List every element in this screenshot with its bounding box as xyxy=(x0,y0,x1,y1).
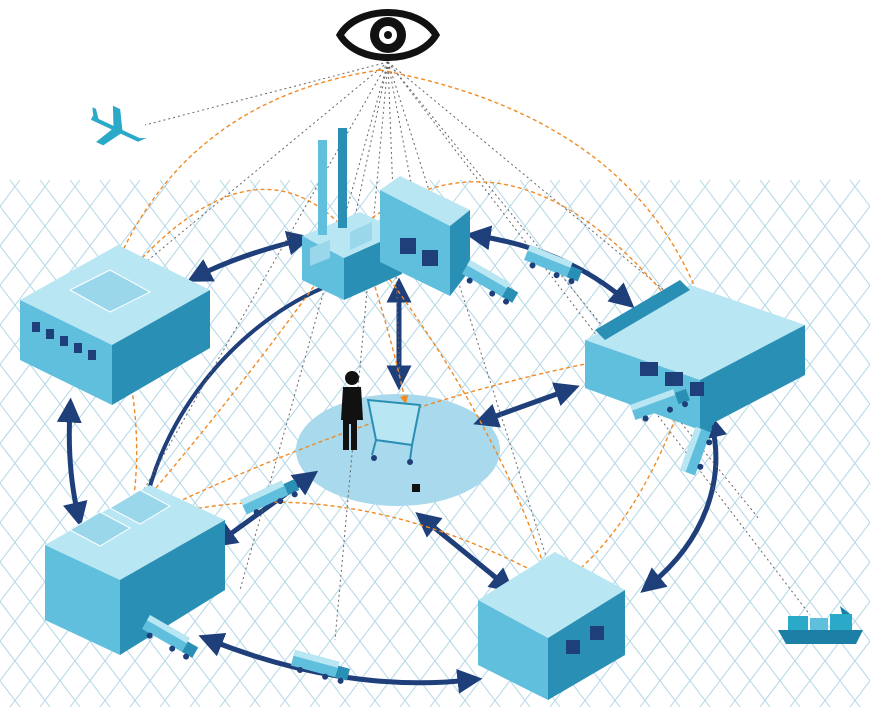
truck-icon xyxy=(142,615,199,660)
grid-line xyxy=(789,179,870,287)
info-flow-line xyxy=(387,61,561,601)
spoke-warehouse xyxy=(415,512,515,593)
info-flow-line xyxy=(349,61,389,241)
truck-icon xyxy=(462,260,519,305)
grid-line xyxy=(699,482,870,707)
shopping-cart-icon xyxy=(366,398,422,465)
info-flow-line xyxy=(387,61,811,616)
grid-line xyxy=(609,363,870,707)
material-flow-arc xyxy=(379,69,713,335)
grid-line xyxy=(729,179,870,366)
customer-figure xyxy=(341,371,422,492)
grid-line xyxy=(0,561,111,707)
grid-line xyxy=(399,179,801,707)
airplane-icon xyxy=(90,105,147,146)
grid-line xyxy=(0,600,81,707)
truck-icon xyxy=(290,650,350,684)
material-flow-arc xyxy=(107,69,381,284)
truck-icon xyxy=(680,416,718,476)
grid-line xyxy=(0,179,141,366)
grid-line xyxy=(669,442,870,707)
grid-line xyxy=(0,179,81,287)
info-flow-line xyxy=(387,61,421,231)
grid-line xyxy=(0,179,51,247)
truck-icon xyxy=(630,388,690,422)
parcel xyxy=(412,484,420,492)
ring-segment-office-plant xyxy=(56,397,88,528)
eye-icon xyxy=(335,9,441,61)
distribution-center-building xyxy=(585,280,805,430)
smokestack-left xyxy=(318,140,327,235)
plant-building xyxy=(45,485,225,655)
warehouse-top-building xyxy=(380,176,470,296)
grid-line xyxy=(579,324,870,707)
grid-line xyxy=(789,600,870,707)
truck-icon xyxy=(524,244,583,285)
grid-line xyxy=(0,179,111,326)
info-flow-line xyxy=(387,61,401,381)
person-icon xyxy=(341,371,363,450)
truck-icon xyxy=(239,479,300,516)
material-flow-arc xyxy=(119,341,705,531)
grid-line xyxy=(639,403,870,707)
warehouse-bottom-building xyxy=(478,552,625,700)
ring-segment-dist-warehouse xyxy=(640,412,728,593)
ship-icon xyxy=(778,606,863,644)
grid-line xyxy=(0,640,51,707)
grid-line xyxy=(339,179,741,707)
ring-segment-factory-office xyxy=(186,230,313,282)
grid-line xyxy=(669,179,870,445)
material-flow-arc xyxy=(109,188,353,296)
material-flow-arc xyxy=(359,239,553,590)
office-building xyxy=(20,245,210,405)
info-flow-line xyxy=(334,61,389,641)
grid-line xyxy=(369,179,771,707)
grid-line xyxy=(699,179,870,405)
smokestack-right xyxy=(338,128,347,228)
spoke-dist xyxy=(473,382,580,428)
grid-line xyxy=(759,179,870,326)
info-flow-line xyxy=(144,61,389,126)
